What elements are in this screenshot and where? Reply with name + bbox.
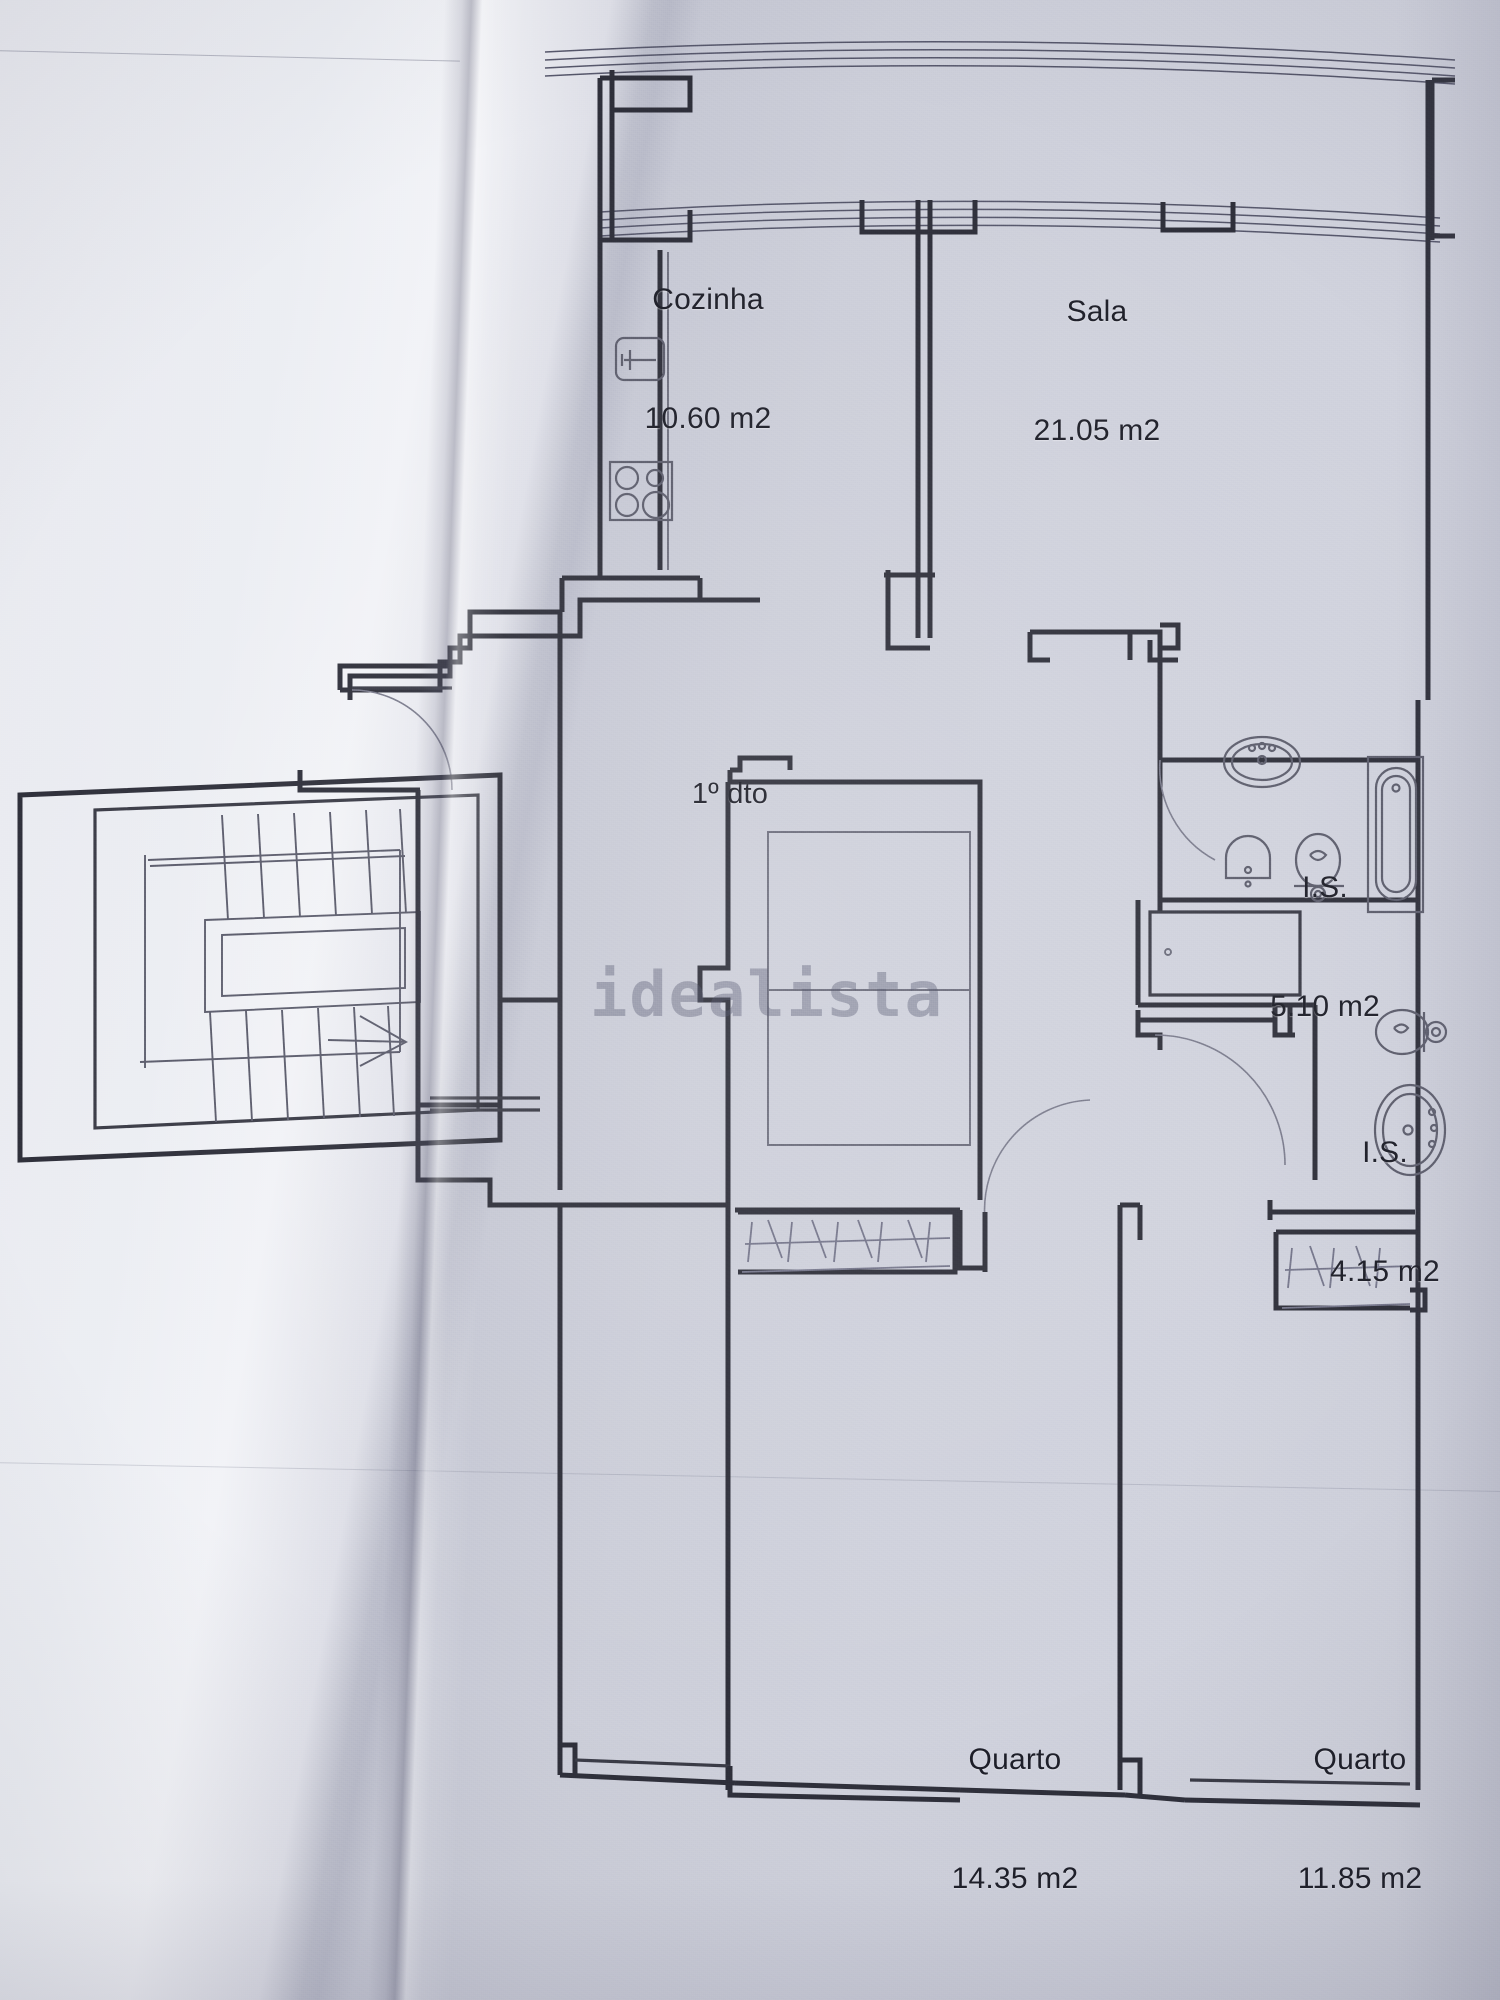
wardrobe-icon: [738, 1209, 958, 1275]
toilet-icon: [1374, 1008, 1448, 1056]
washbasin-icon: [1373, 1083, 1447, 1177]
room-quarto-2: [959, 1200, 1428, 1808]
bottom-window-sills: [574, 1758, 961, 1803]
room-cozinha: [559, 200, 865, 612]
exterior-walls-top: [597, 70, 1455, 578]
bathtub-icon: [1366, 755, 1425, 914]
hall-wall-details: [1027, 622, 1181, 663]
room-is-2: [1154, 920, 1448, 1200]
storage-between-baths: [1135, 900, 1315, 1050]
bidet-icon: [1224, 834, 1272, 888]
staircase-block: [17, 772, 503, 1163]
apartment-left-wall: [415, 612, 563, 1208]
kitchen-stove-icon: [608, 460, 674, 522]
kitchen-sink-icon: [614, 336, 666, 382]
hall-walls: [297, 578, 760, 793]
room-quarto-1: [557, 1099, 1091, 1793]
room-is-1: [1157, 700, 1425, 920]
toilet-icon: [1294, 832, 1344, 903]
wardrobe-icon: [1267, 1200, 1428, 1313]
washbasin-icon: [1222, 735, 1302, 789]
corridor-and-closet: [697, 755, 983, 1200]
balcony-railing: [544, 40, 1456, 243]
room-sala: [884, 200, 1431, 760]
